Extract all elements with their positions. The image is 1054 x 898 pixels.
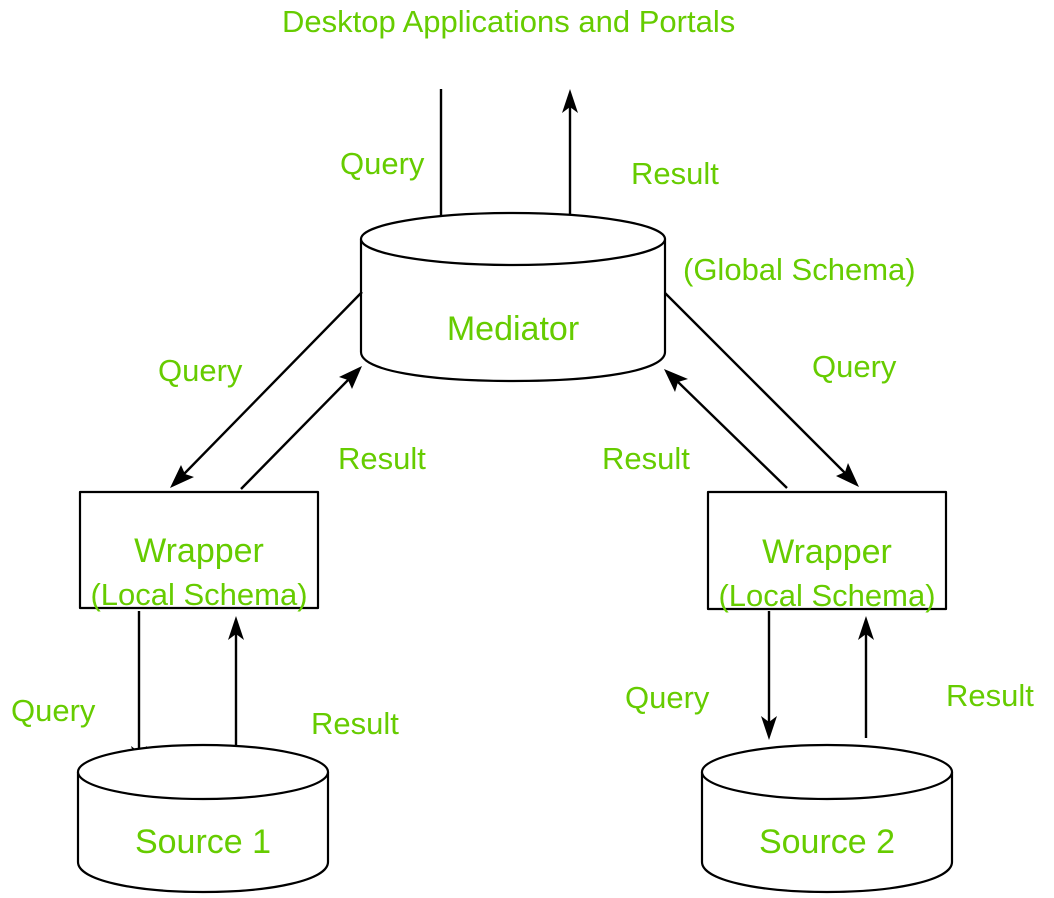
mediator-cylinder-top bbox=[359, 211, 667, 267]
edge-label-top-query: Query bbox=[340, 146, 425, 181]
arrowhead-down-icon bbox=[761, 716, 777, 740]
wrapper-right-label: Wrapper bbox=[762, 533, 892, 571]
mediator-label: Mediator bbox=[447, 310, 579, 348]
edge-mediator-left-result bbox=[240, 366, 362, 490]
node-source-1[interactable]: Source 1 bbox=[76, 743, 330, 894]
edge-label-right-source-result: Result bbox=[946, 678, 1034, 713]
wrapper-left-box bbox=[78, 490, 320, 610]
edge-label-right-source-query: Query bbox=[625, 680, 710, 715]
edge-mediator-left-query bbox=[170, 291, 363, 488]
arrowhead-downleft-icon bbox=[170, 465, 194, 488]
source-1-cylinder-body bbox=[76, 770, 330, 894]
arrowhead-downright-icon bbox=[836, 463, 859, 487]
wrapper-right-schema-label: (Local Schema) bbox=[718, 578, 935, 613]
source-1-label: Source 1 bbox=[135, 823, 271, 861]
edge-left-source-query bbox=[131, 611, 147, 770]
arrowhead-upright-icon bbox=[339, 366, 362, 389]
edge-label-left-source-query: Query bbox=[11, 693, 96, 728]
edge-label-left-source-result: Result bbox=[311, 706, 399, 741]
edge-mediator-right-query bbox=[664, 292, 859, 487]
mediator-schema-label: (Global Schema) bbox=[683, 252, 916, 287]
wrapper-left-schema-label: (Local Schema) bbox=[90, 577, 307, 612]
edge-top-result bbox=[562, 89, 578, 230]
node-wrapper-left[interactable]: Wrapper (Local Schema) bbox=[78, 490, 320, 612]
source-2-cylinder-body bbox=[700, 770, 954, 894]
edge-label-mediator-right-query: Query bbox=[812, 349, 897, 384]
arrowhead-upleft-icon bbox=[664, 369, 688, 392]
edge-right-source-query bbox=[761, 611, 777, 740]
edge-right-source-result bbox=[858, 616, 874, 738]
mediator-cylinder-body bbox=[359, 237, 667, 383]
arrowhead-up-icon bbox=[858, 616, 874, 640]
edge-mediator-right-result bbox=[664, 369, 788, 489]
node-source-2[interactable]: Source 2 bbox=[700, 743, 954, 894]
source-2-cylinder-top bbox=[700, 743, 954, 801]
source-2-label: Source 2 bbox=[759, 823, 895, 861]
node-wrapper-right[interactable]: Wrapper (Local Schema) bbox=[706, 490, 948, 613]
source-1-cylinder-top bbox=[76, 743, 330, 801]
edge-label-mediator-left-result: Result bbox=[338, 441, 426, 476]
edge-label-mediator-left-query: Query bbox=[158, 353, 243, 388]
edge-label-mediator-right-result: Result bbox=[602, 441, 690, 476]
edge-label-top-result: Result bbox=[631, 156, 719, 191]
wrapper-right-box bbox=[706, 490, 948, 611]
arrowhead-up-icon bbox=[562, 89, 578, 113]
wrapper-left-label: Wrapper bbox=[134, 532, 264, 570]
node-mediator[interactable]: Mediator bbox=[359, 211, 667, 383]
arrowhead-up-icon bbox=[228, 616, 244, 640]
diagram-title: Desktop Applications and Portals bbox=[282, 4, 735, 39]
